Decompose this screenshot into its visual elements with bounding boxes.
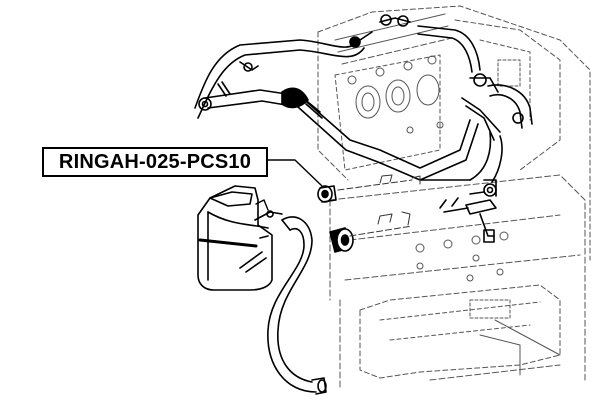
- callout-leader: [267, 159, 323, 187]
- head-vent-hoses: [349, 14, 533, 181]
- engine-block: [317, 5, 591, 391]
- bushing-upper: [317, 185, 337, 203]
- right-bolt-assembly: [439, 135, 503, 243]
- lower-breather-hose: [267, 216, 327, 395]
- upper-breather-hose: [194, 31, 479, 181]
- oil-separator-tank: [197, 185, 283, 291]
- bushing-lower: [329, 227, 354, 253]
- mounting-pin-upper: [337, 174, 421, 191]
- hose-clamp: [255, 199, 269, 211]
- part-number-callout: RINGAH-025-PCS10: [42, 147, 268, 177]
- mounting-pin-lower: [349, 211, 413, 237]
